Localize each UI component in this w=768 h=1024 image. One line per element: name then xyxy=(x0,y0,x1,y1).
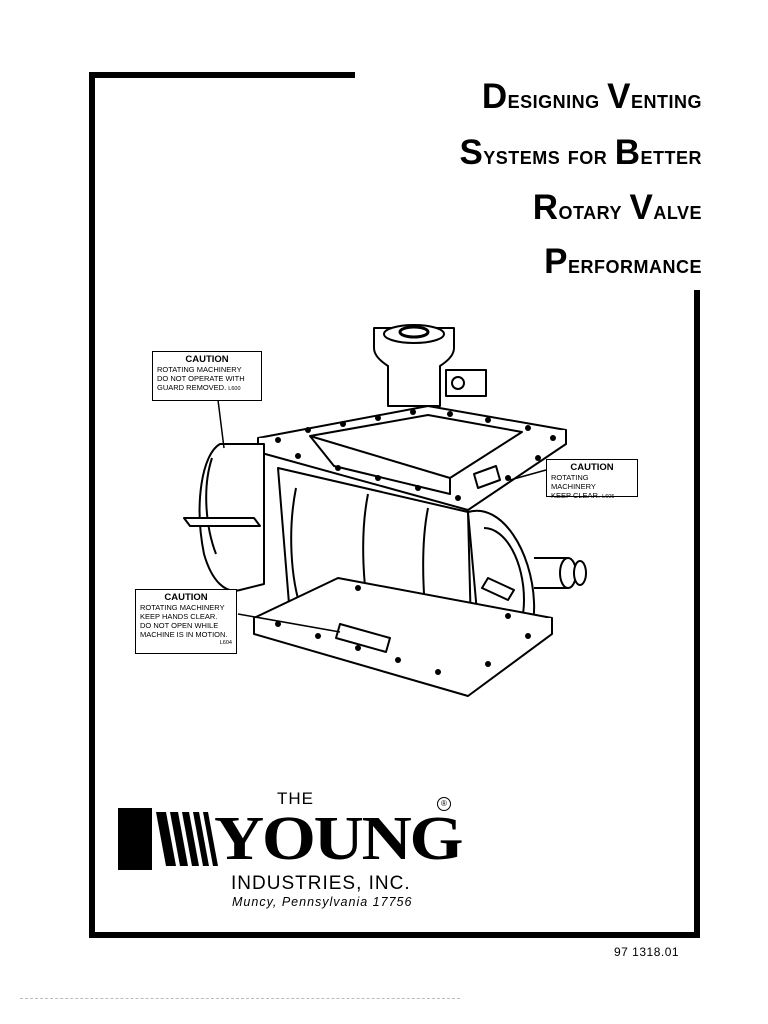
registered-mark: ® xyxy=(437,797,451,811)
caution-line: KEEP HANDS CLEAR. xyxy=(140,612,218,621)
caution-code: L604 xyxy=(219,640,232,646)
caution-heading: CAUTION xyxy=(570,462,614,473)
caution-label-hands-clear: CAUTION ROTATING MACHINERY KEEP HANDS CL… xyxy=(135,589,237,654)
title-line-1: Designing Venting xyxy=(481,77,702,116)
caution-label-guard: CAUTION ROTATING MACHINERY DO NOT OPERAT… xyxy=(152,351,262,401)
caution-heading: CAUTION xyxy=(185,354,229,365)
caution-line: DO NOT OPERATE WITH xyxy=(157,374,245,383)
caution-code: L600 xyxy=(228,386,241,392)
scan-edge-line xyxy=(20,998,460,999)
title-line-4: Performance xyxy=(544,242,702,281)
logo-wordmark: YOUNG xyxy=(214,805,464,873)
frame-right-line xyxy=(694,290,700,938)
caution-line: ROTATING MACHINERY xyxy=(140,603,225,612)
document-number: 97 1318.01 xyxy=(614,945,680,959)
caution-line: KEEP CLEAR. L605 xyxy=(551,491,615,500)
company-location: Muncy, Pennsylvania 17756 xyxy=(232,895,413,909)
caution-line: GUARD REMOVED. L600 xyxy=(157,383,241,392)
logo-stripes-icon xyxy=(118,808,218,870)
frame-top-line xyxy=(89,72,355,78)
title-line-3: Rotary Valve xyxy=(532,188,702,227)
caution-code: L605 xyxy=(602,494,615,500)
caution-line: ROTATING MACHINERY xyxy=(551,473,596,491)
caution-label-keep-clear: CAUTION ROTATING MACHINERY KEEP CLEAR. L… xyxy=(546,459,638,500)
caution-line: DO NOT OPEN WHILE xyxy=(140,621,219,630)
caution-line: MACHINE IS IN MOTION. xyxy=(140,630,228,639)
frame-bottom-line xyxy=(89,932,700,938)
company-name: INDUSTRIES, INC. xyxy=(231,873,411,894)
caution-heading: CAUTION xyxy=(164,592,208,603)
rotary-valve-illustration xyxy=(183,324,587,697)
title-line-2: Systems for Better xyxy=(459,133,702,172)
frame-left-line xyxy=(89,72,95,938)
caution-line: ROTATING MACHINERY xyxy=(157,365,242,374)
logo-the-text: THE xyxy=(277,789,314,808)
